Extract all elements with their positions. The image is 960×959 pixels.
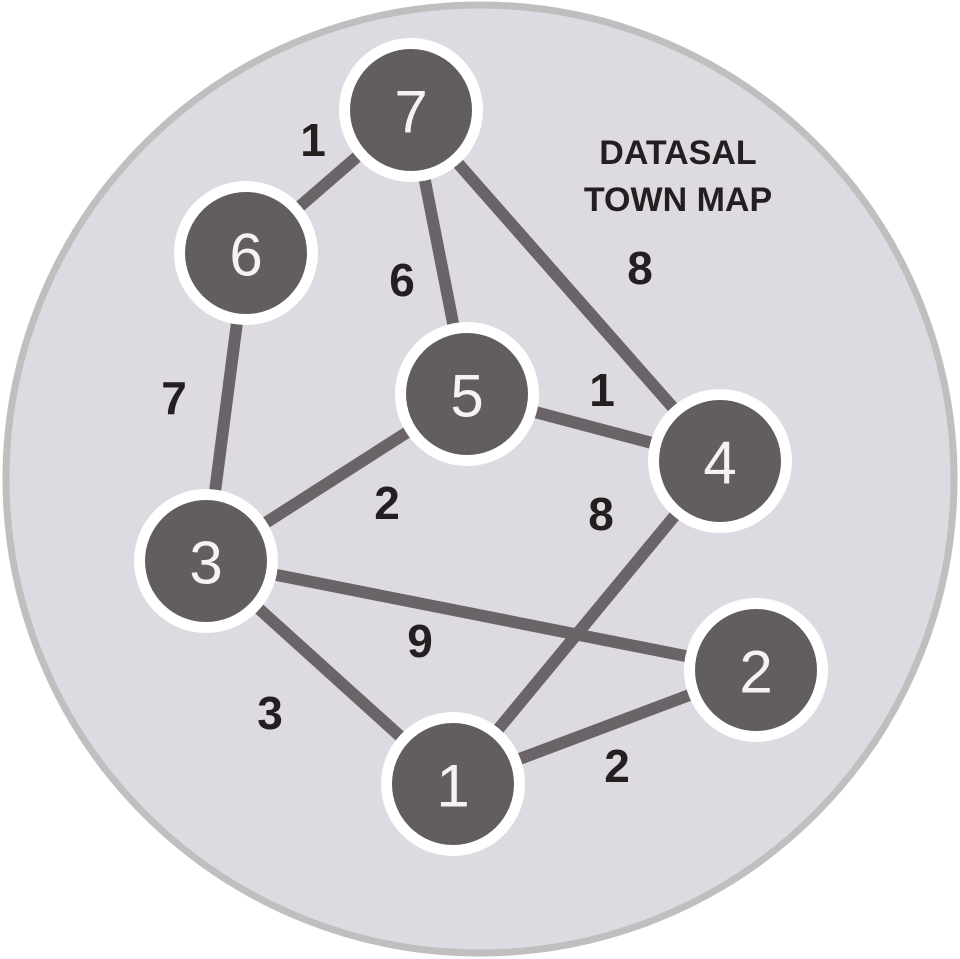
node-7-label: 7 xyxy=(394,79,427,146)
edge-weight-4-1: 8 xyxy=(588,488,614,540)
node-5-core xyxy=(406,333,528,455)
edge-3-2 xyxy=(204,555,758,676)
node-7-core xyxy=(350,49,472,171)
node-6-label: 6 xyxy=(229,222,262,289)
node-2: 2 xyxy=(684,598,828,742)
node-1-core xyxy=(392,723,514,845)
node-7: 7 xyxy=(339,38,483,182)
node-3-label: 3 xyxy=(189,530,222,597)
node-3-core xyxy=(145,500,267,622)
node-4: 4 xyxy=(648,389,792,533)
map-title-line-1: DATASAL xyxy=(599,134,756,172)
edge-weight-7-5: 6 xyxy=(389,254,415,306)
edge-weight-1-2: 2 xyxy=(604,740,630,792)
node-4-label: 4 xyxy=(703,430,736,497)
edge-weight-7-6: 1 xyxy=(300,114,326,166)
node-1: 1 xyxy=(381,712,525,856)
node-4-core xyxy=(659,400,781,522)
node-5: 5 xyxy=(395,322,539,466)
node-6: 6 xyxy=(174,181,318,325)
edge-weight-3-2: 9 xyxy=(407,615,433,667)
edge-weight-5-3: 2 xyxy=(374,477,400,529)
edge-weight-6-3: 7 xyxy=(161,372,187,424)
node-5-label: 5 xyxy=(450,363,483,430)
nodes-layer: 1 2 3 4 5 6 7 xyxy=(134,38,828,856)
node-3: 3 xyxy=(134,489,278,633)
node-1-label: 1 xyxy=(436,753,469,820)
node-2-label: 2 xyxy=(739,639,772,706)
edge-7-4 xyxy=(406,106,725,465)
weights-layer: 1 6 8 7 1 2 8 9 3 2 xyxy=(161,114,653,792)
edge-weight-3-1: 3 xyxy=(257,687,283,739)
map-title-line-2: TOWN MAP xyxy=(584,181,772,219)
edge-weight-5-4: 1 xyxy=(589,364,615,416)
node-6-core xyxy=(185,192,307,314)
node-2-core xyxy=(695,609,817,731)
edge-weight-7-4: 8 xyxy=(627,242,653,294)
